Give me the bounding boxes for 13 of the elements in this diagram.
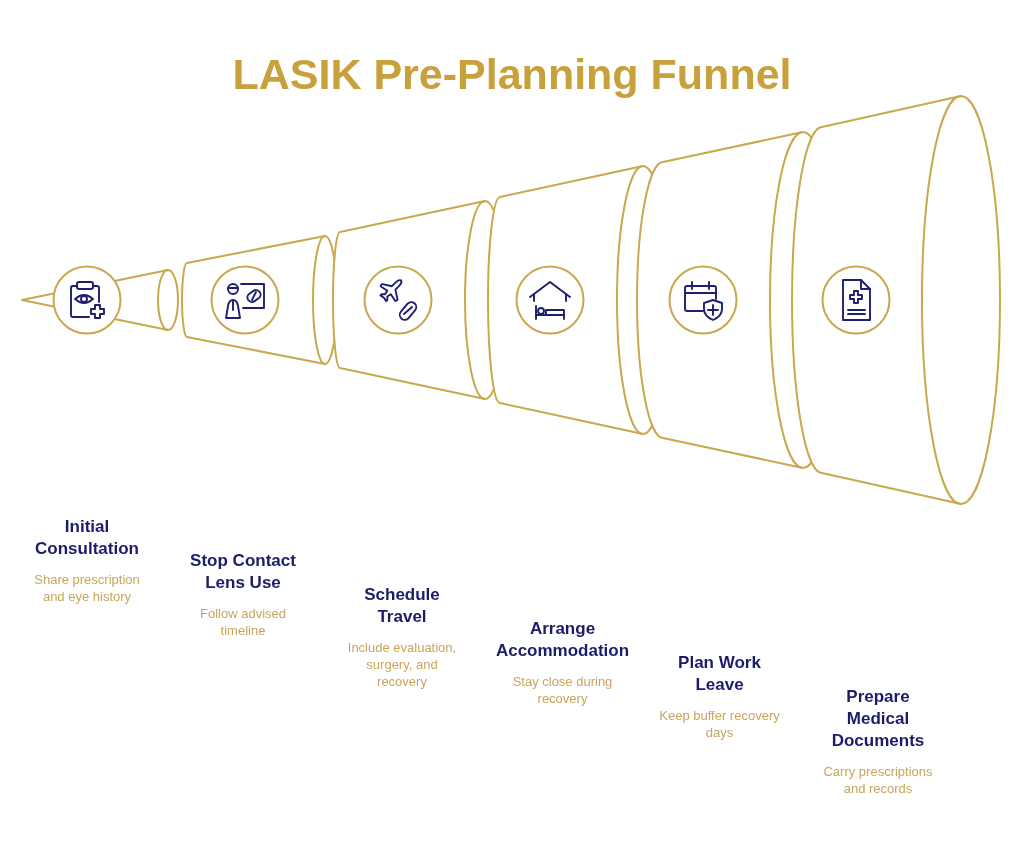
step-description: Carry prescriptions and records	[822, 763, 934, 797]
step-title: Plan Work Leave	[677, 652, 762, 696]
title: LASIK Pre-Planning Funnel	[232, 53, 792, 96]
step-title: Prepare Medical Documents	[830, 686, 926, 752]
step-title: Arrange Accommodation	[494, 618, 631, 662]
step-description: Share prescription and eye history	[33, 571, 141, 605]
step-description: Follow advised timeline	[199, 605, 287, 639]
step-title: Stop Contact Lens Use	[189, 550, 297, 594]
step-description: Include evaluation, surgery, and recovery	[346, 639, 458, 690]
step-title: Initial Consultation	[34, 516, 140, 560]
step-description: Stay close during recovery	[511, 673, 614, 707]
step-title: Schedule Travel	[363, 584, 441, 628]
step-description: Keep buffer recovery days	[658, 707, 781, 741]
